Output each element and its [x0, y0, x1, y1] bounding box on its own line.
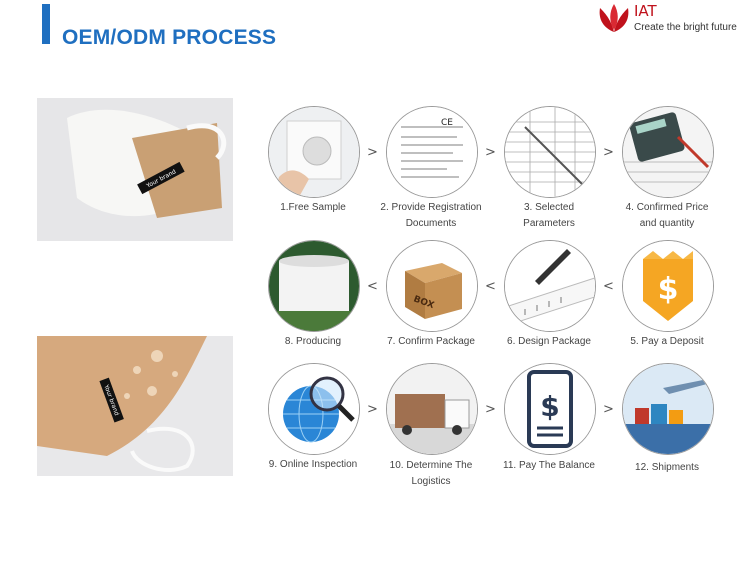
- arrow-5-6: <: [603, 279, 614, 294]
- page-title: OEM/ODM PROCESS: [62, 26, 277, 49]
- mask-photo-bottom: Your brand: [37, 336, 233, 476]
- arrow-2-3: >: [485, 145, 496, 160]
- step-2-registration-documents-image: CE: [386, 106, 478, 198]
- arrow-9-10: >: [367, 402, 378, 417]
- step-6-label: 6. Design Package: [507, 336, 591, 347]
- arrow-10-11: >: [485, 402, 496, 417]
- arrow-3-4: >: [603, 145, 614, 160]
- step-10-logistics-image: [386, 363, 478, 455]
- svg-text:$: $: [658, 272, 679, 307]
- logo-name: IAT: [634, 2, 657, 20]
- step-9-label: 9. Online Inspection: [268, 459, 358, 470]
- arrow-1-2: >: [367, 145, 378, 160]
- step-5-deposit-image: $: [622, 240, 714, 332]
- step-9-inspection-image: [268, 363, 360, 455]
- step-11-balance-image: $: [504, 363, 596, 455]
- step-4-price-image: [622, 106, 714, 198]
- step-7-label: 7. Confirm Package: [387, 336, 475, 347]
- step-3-parameters-image: [504, 106, 596, 198]
- arrow-11-12: >: [603, 402, 614, 417]
- step-10-label: 10. Determine The Logistics: [389, 460, 473, 487]
- arrow-7-8: <: [367, 279, 378, 294]
- svg-text:$: $: [540, 390, 559, 423]
- step-6-design-image: [504, 240, 596, 332]
- step-12-shipments-image: [622, 363, 714, 455]
- step-4-label: 4. Confirmed Price and quantity: [625, 202, 709, 229]
- svg-text:CE: CE: [441, 118, 453, 128]
- step-2-label: 2. Provide Registration Documents: [380, 202, 482, 229]
- step-5-label: 5. Pay a Deposit: [630, 336, 704, 347]
- step-1-free-sample-image: [268, 106, 360, 198]
- step-11-label: 11. Pay The Balance: [503, 460, 595, 471]
- logo-tagline: Create the bright future: [634, 22, 737, 33]
- step-1-label: 1.Free Sample: [280, 202, 346, 213]
- step-8-label: 8. Producing: [284, 336, 342, 347]
- step-12-label: 12. Shipments: [635, 462, 699, 473]
- mask-photo-top: Your brand: [37, 98, 233, 241]
- arrow-6-7: <: [485, 279, 496, 294]
- step-7-package-image: BOX: [386, 240, 478, 332]
- step-8-producing-image: [268, 240, 360, 332]
- step-3-label: 3. Selected Parameters: [523, 202, 575, 229]
- title-accent-bar: [42, 4, 50, 44]
- lotus-icon: [599, 4, 629, 32]
- company-logo: IAT Create the bright future: [596, 2, 746, 38]
